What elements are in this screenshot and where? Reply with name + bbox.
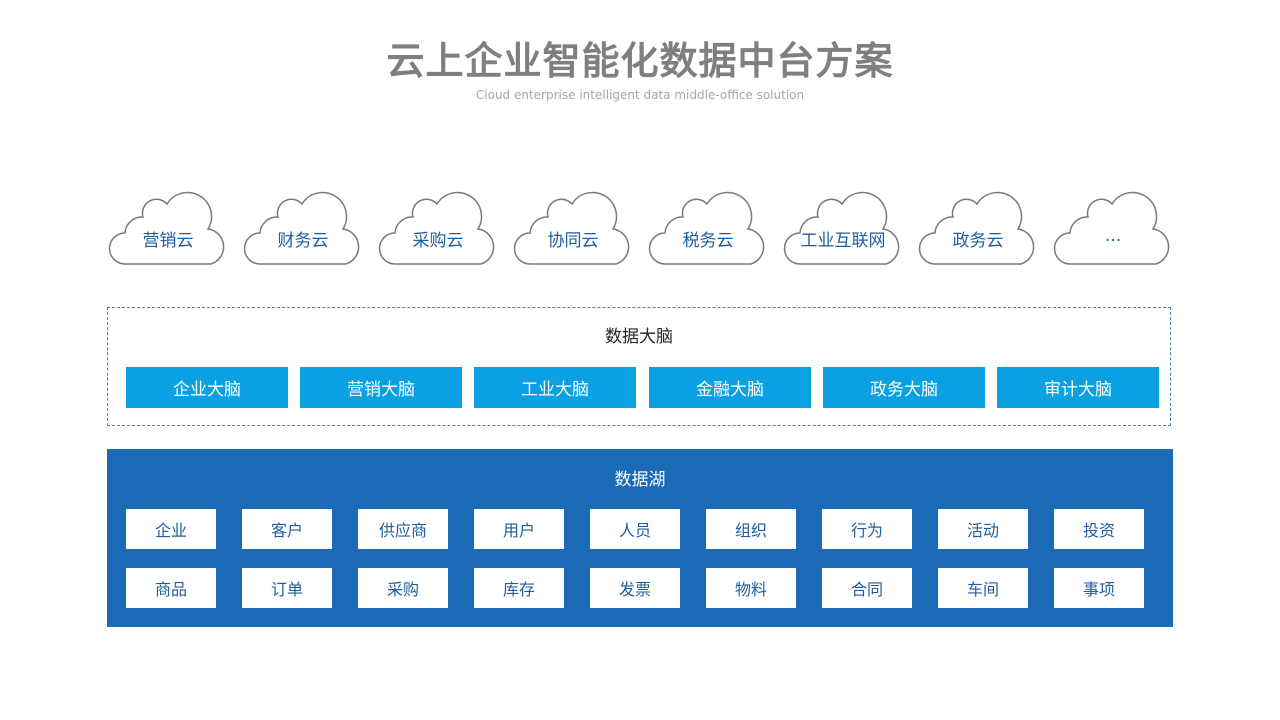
brain-item-audit[interactable]: 审计大脑: [997, 367, 1159, 408]
brain-item-marketing[interactable]: 营销大脑: [300, 367, 462, 408]
cloud-label: 财务云: [277, 231, 329, 251]
lake-item[interactable]: 供应商: [358, 509, 448, 549]
cloud-collaboration[interactable]: 协同云: [510, 190, 636, 270]
cloud-icon: [513, 191, 630, 265]
lake-item[interactable]: 库存: [474, 568, 564, 608]
lake-item[interactable]: 事项: [1054, 568, 1144, 608]
brain-item-finance[interactable]: 金融大脑: [649, 367, 811, 408]
cloud-marketing[interactable]: 营销云: [105, 190, 231, 270]
cloud-icon: [918, 191, 1035, 265]
lake-item[interactable]: 组织: [706, 509, 796, 549]
brain-item-government[interactable]: 政务大脑: [823, 367, 985, 408]
cloud-tax[interactable]: 税务云: [645, 190, 771, 270]
cloud-icon: [648, 191, 765, 265]
page-subtitle: Cloud enterprise intelligent data middle…: [475, 88, 805, 102]
lake-item[interactable]: 车间: [938, 568, 1028, 608]
data-brain-panel: 数据大脑 企业大脑 营销大脑 工业大脑 金融大脑 政务大脑 审计大脑: [107, 307, 1171, 426]
data-lake-title: 数据湖: [614, 470, 666, 490]
brain-item-industrial[interactable]: 工业大脑: [474, 367, 636, 408]
lake-item[interactable]: 发票: [590, 568, 680, 608]
cloud-government[interactable]: 政务云: [915, 190, 1041, 270]
lake-item[interactable]: 合同: [822, 568, 912, 608]
cloud-icon: [783, 191, 900, 265]
cloud-label: 政务云: [952, 231, 1004, 251]
cloud-industrial-internet[interactable]: 工业互联网: [780, 190, 906, 270]
cloud-procurement[interactable]: 采购云: [375, 190, 501, 270]
page-title: 云上企业智能化数据中台方案: [386, 39, 894, 83]
cloud-label: 工业互联网: [800, 231, 886, 251]
lake-item[interactable]: 活动: [938, 509, 1028, 549]
data-brain-title: 数据大脑: [605, 327, 673, 347]
lake-item[interactable]: 行为: [822, 509, 912, 549]
cloud-label: 协同云: [547, 231, 599, 251]
lake-item[interactable]: 物料: [706, 568, 796, 608]
brain-item-enterprise[interactable]: 企业大脑: [126, 367, 288, 408]
lake-item[interactable]: 企业: [126, 509, 216, 549]
cloud-icon: [243, 191, 360, 265]
lake-item[interactable]: 用户: [474, 509, 564, 549]
cloud-icon: [378, 191, 495, 265]
cloud-label: 税务云: [682, 231, 734, 251]
cloud-label: ...: [1104, 226, 1122, 246]
cloud-more[interactable]: ...: [1050, 190, 1176, 270]
lake-item[interactable]: 投资: [1054, 509, 1144, 549]
cloud-icon: [1053, 191, 1170, 265]
cloud-finance[interactable]: 财务云: [240, 190, 366, 270]
lake-item[interactable]: 采购: [358, 568, 448, 608]
cloud-icon: [108, 191, 225, 265]
lake-item[interactable]: 订单: [242, 568, 332, 608]
cloud-label: 营销云: [142, 231, 194, 251]
lake-item[interactable]: 人员: [590, 509, 680, 549]
lake-item[interactable]: 商品: [126, 568, 216, 608]
cloud-label: 采购云: [412, 231, 464, 251]
lake-item[interactable]: 客户: [242, 509, 332, 549]
data-lake-panel: 数据湖 企业 客户 供应商 用户 人员 组织 行为 活动 投资 商品 订单 采购…: [107, 449, 1173, 627]
